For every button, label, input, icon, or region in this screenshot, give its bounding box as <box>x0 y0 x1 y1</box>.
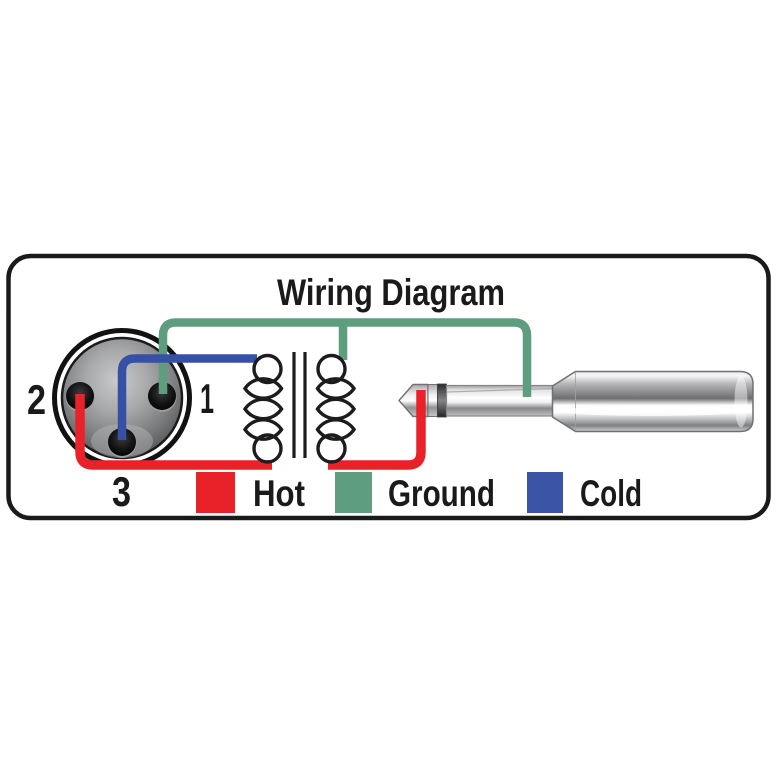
wires <box>75 318 532 470</box>
legend-label-hot: Hot <box>253 473 305 514</box>
transformer <box>242 352 357 464</box>
plug-collar <box>427 384 438 417</box>
plug-barrel-end-highlight <box>734 375 748 428</box>
quarter-inch-plug <box>398 370 754 433</box>
transformer-secondary-coil <box>315 353 357 464</box>
pin-hole <box>148 382 176 410</box>
plug-barrel <box>551 370 754 433</box>
pin-2-label: 2 <box>27 376 46 423</box>
pin-3-label: 3 <box>112 468 131 515</box>
plug-insulator-ring <box>437 383 447 418</box>
transformer-primary-coil <box>242 353 284 464</box>
plug-shaft-streak <box>446 387 557 393</box>
xlr-pin-3 <box>107 428 137 458</box>
hot-wire <box>75 390 426 470</box>
cold-wire <box>117 354 257 440</box>
legend-label-ground: Ground <box>388 473 495 514</box>
xlr-pin-1 <box>147 382 177 412</box>
pin-hole <box>108 428 136 456</box>
pin-1-label: 1 <box>200 375 214 422</box>
page-title: Wiring Diagram <box>277 272 505 313</box>
legend: Hot Ground Cold <box>196 472 642 514</box>
ground-wire <box>158 318 532 397</box>
legend-swatch-cold <box>527 472 563 513</box>
plug-barrel-mid-highlight <box>559 406 745 416</box>
legend-swatch-hot <box>196 472 235 513</box>
legend-label-cold: Cold <box>580 473 642 514</box>
transformer-core-lines <box>292 352 307 458</box>
legend-swatch-ground <box>335 472 372 513</box>
